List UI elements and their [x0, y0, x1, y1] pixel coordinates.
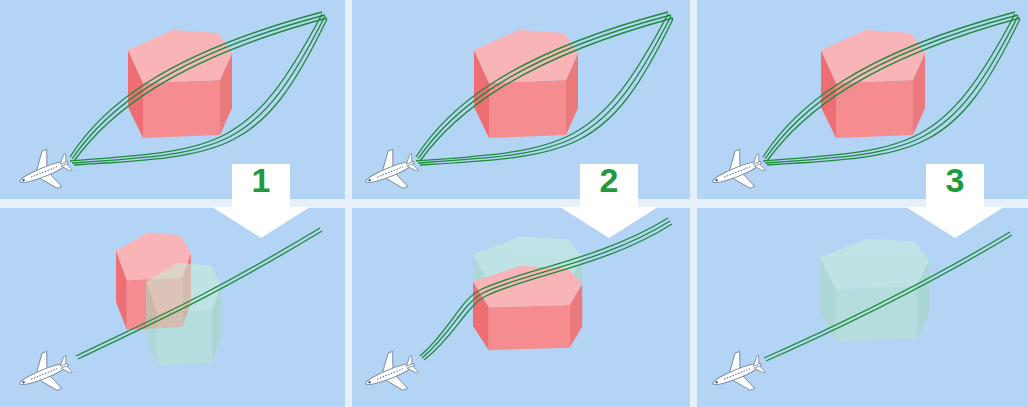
callout-number: 1 — [252, 163, 271, 197]
step-arrow: 2 — [560, 161, 658, 239]
callout-number: 2 — [600, 163, 619, 197]
callout-number: 3 — [946, 163, 965, 197]
step-arrow: 1 — [212, 161, 310, 239]
step-arrow: 3 — [906, 161, 1004, 239]
